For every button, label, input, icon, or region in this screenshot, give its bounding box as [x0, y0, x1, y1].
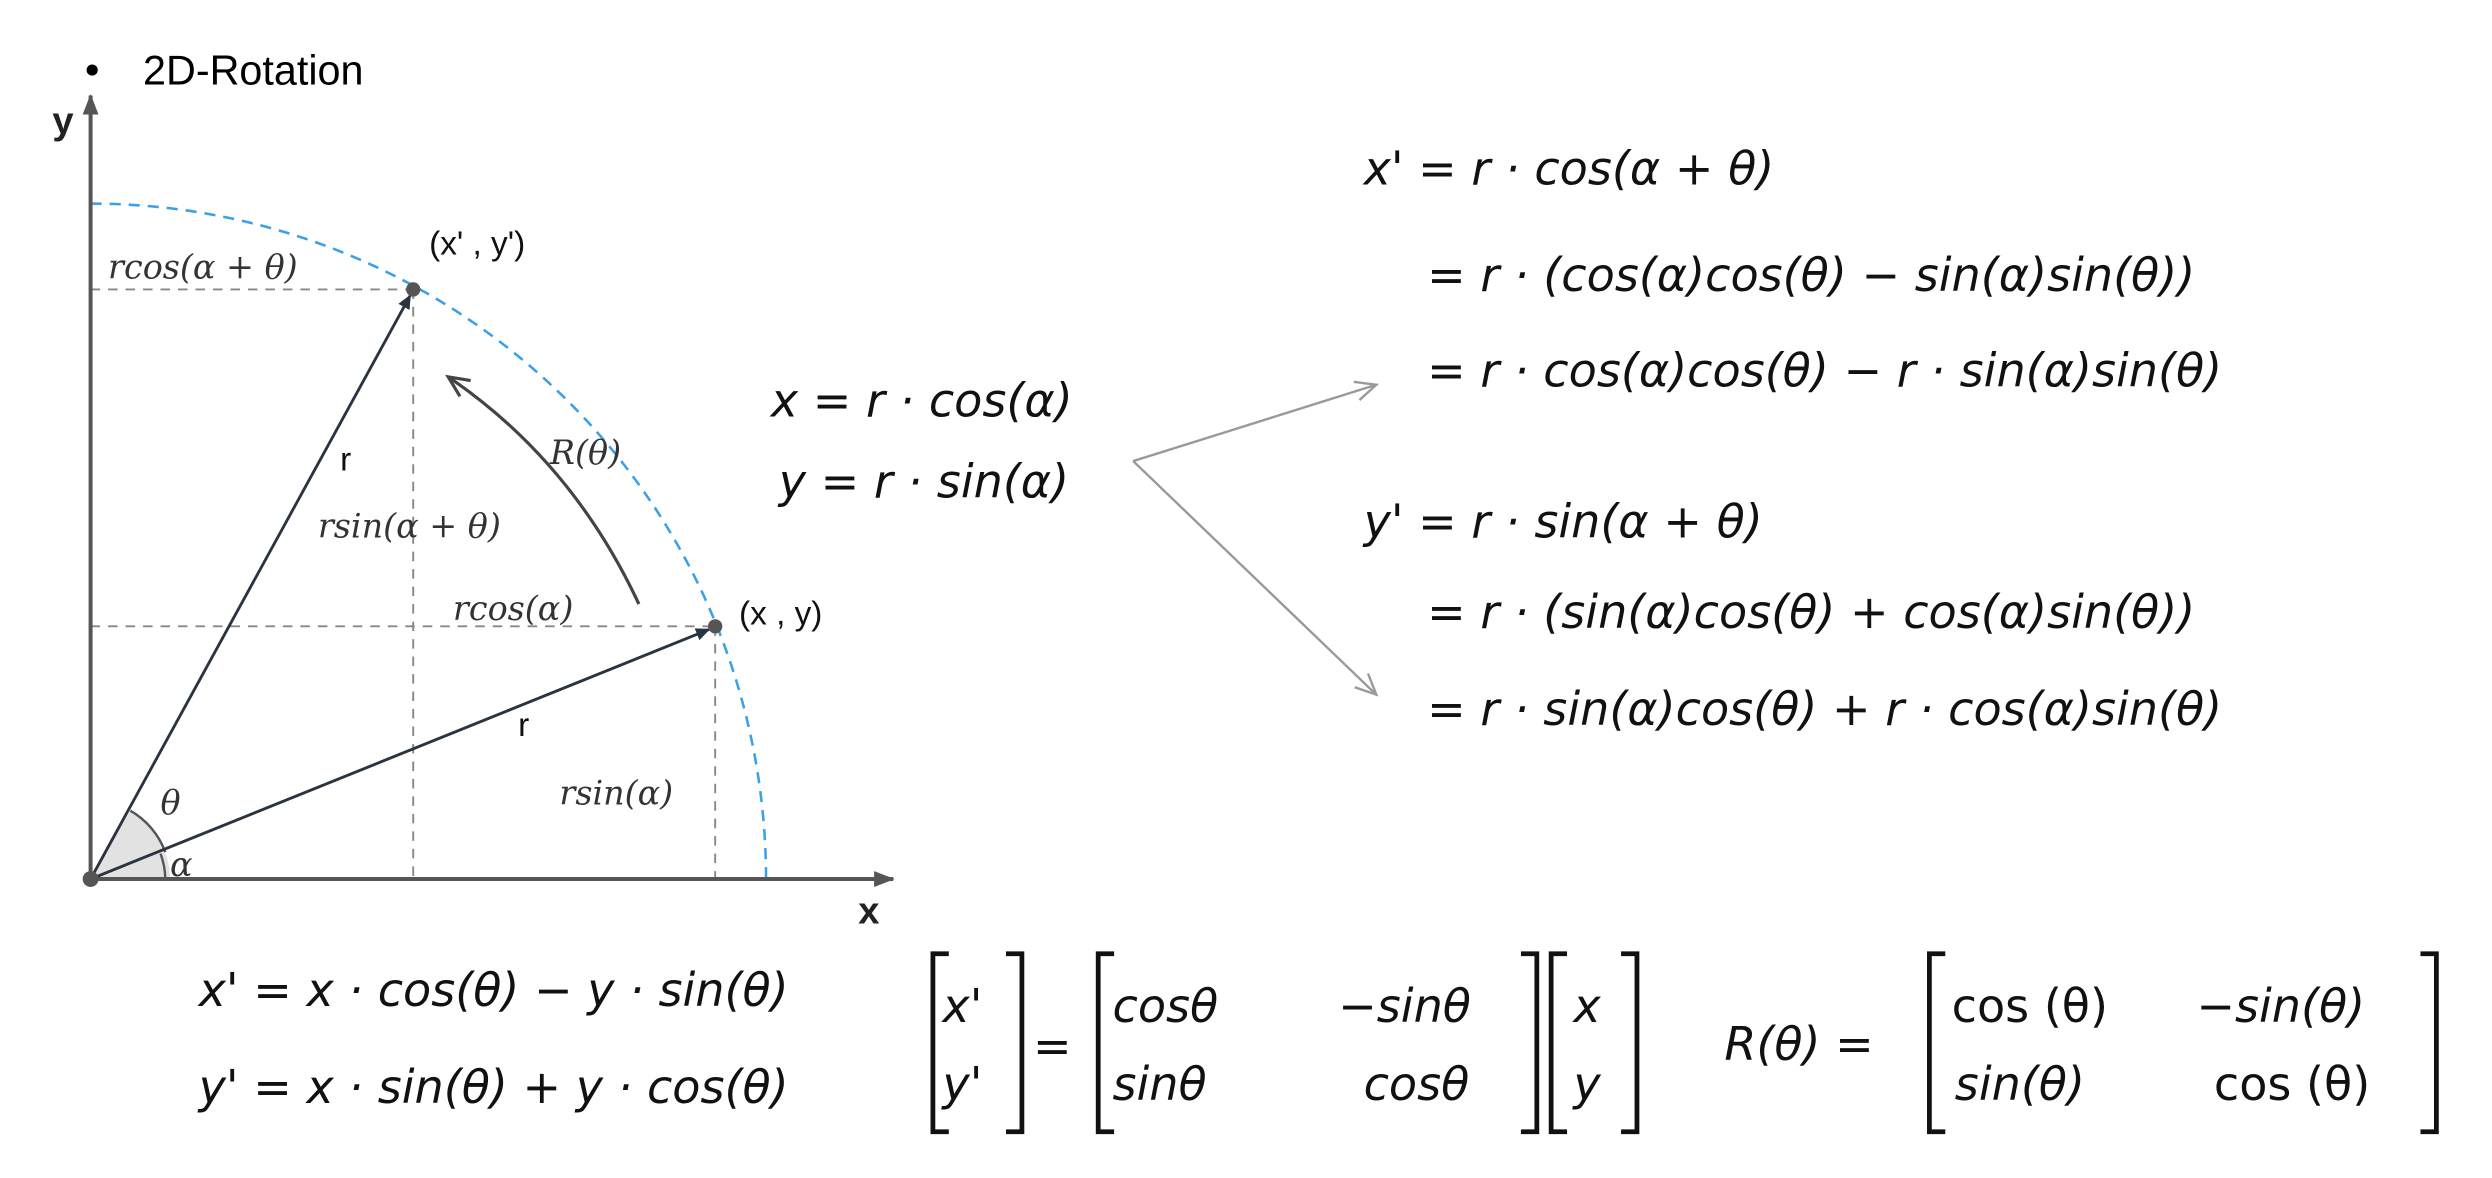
rotation-matrix-label: R(θ) = [1724, 1017, 1873, 1071]
rotation-label: R(θ) [549, 433, 621, 472]
circle-arc [90, 202, 768, 880]
rsin-alpha-theta-label: rsin(α + θ) [318, 506, 501, 545]
lhs-y-prime: y' [940, 1057, 982, 1111]
arrow-to-x-derivation [1132, 380, 1380, 463]
theta-arc [129, 809, 167, 853]
derivation-x-line: = r · (cos(α)cos(θ) − sin(α)sin(θ)) [1427, 248, 2195, 302]
bracket-right [2420, 951, 2439, 1135]
matrix-equals: = [1033, 1019, 1072, 1073]
rcos-alpha-theta-label: rcos(α + θ) [108, 247, 298, 286]
original-point [708, 619, 723, 634]
bracket-left [1548, 951, 1568, 1135]
alpha-label: α [170, 845, 193, 884]
polar-x-equation: x = r · cos(α) [769, 374, 1073, 428]
polar-y-equation: y = r · sin(α) [777, 455, 1069, 509]
lhs-x-prime: x' [940, 979, 982, 1033]
rotation-m21: sin(θ) [1955, 1057, 2085, 1111]
derivation-y-line: = r · sin(α)cos(θ) + r · cos(α)sin(θ) [1427, 682, 2222, 736]
rotation-m12: −sin(θ) [2196, 979, 2365, 1033]
matrix-m12: −sinθ [1338, 979, 1471, 1033]
rcos-alpha-label: rcos(α) [453, 589, 573, 628]
angle-wedge [90, 810, 171, 880]
result-y-equation: y' = x · sin(θ) + y · cos(θ) [197, 1060, 789, 1114]
bullet-icon [86, 64, 98, 76]
rotated-point-label: (x' , y') [429, 225, 525, 262]
original-point-label: (x , y) [739, 596, 822, 633]
slide-title: 2D-Rotation [143, 47, 363, 93]
r-label-original: r [518, 707, 529, 744]
matrix-m21: sinθ [1112, 1057, 1206, 1111]
bracket-left [930, 951, 949, 1135]
y-axis-label: y [52, 100, 73, 143]
bracket-left [1927, 951, 1946, 1135]
rsin-alpha-label: rsin(α) [559, 773, 673, 812]
original-vector [90, 628, 711, 881]
bracket-left [1095, 951, 1115, 1135]
r-label-rotated: r [340, 442, 351, 479]
matrix-m22: cosθ [1364, 1057, 1470, 1111]
rotation-diagram: y x rcos(α + θ) (x' , y') r R(θ) rsin(α … [52, 93, 895, 933]
derivation-y-line: = r · (sin(α)cos(θ) + cos(α)sin(θ)) [1427, 585, 2195, 639]
origin-point [82, 871, 99, 887]
derivation-x-line: = r · cos(α)cos(θ) − r · sin(α)sin(θ) [1427, 343, 2222, 397]
rotated-vector [89, 294, 412, 880]
bracket-right [1621, 951, 1640, 1135]
rhs-x: x [1571, 979, 1601, 1033]
matrix-m11: cosθ [1112, 979, 1218, 1033]
derivation-x-line: x' = r · cos(α + θ) [1362, 142, 1775, 196]
bracket-right [1006, 951, 1025, 1135]
rhs-y: y [1571, 1057, 1601, 1111]
x-axis-label: x [858, 890, 879, 933]
theta-label: θ [161, 783, 181, 822]
derivation-y-line: y' = r · sin(α + θ) [1362, 494, 1763, 548]
rotation-arrow [448, 377, 641, 605]
rotation-m11: cos (θ) [1952, 979, 2108, 1033]
result-x-equation: x' = x · cos(θ) − y · sin(θ) [197, 963, 789, 1017]
rotation-m22: cos (θ) [2214, 1057, 2370, 1111]
bracket-right [1520, 951, 1540, 1135]
matrix-form [930, 951, 1640, 1135]
arrow-to-y-derivation [1132, 460, 1379, 697]
rotated-point [406, 282, 421, 297]
